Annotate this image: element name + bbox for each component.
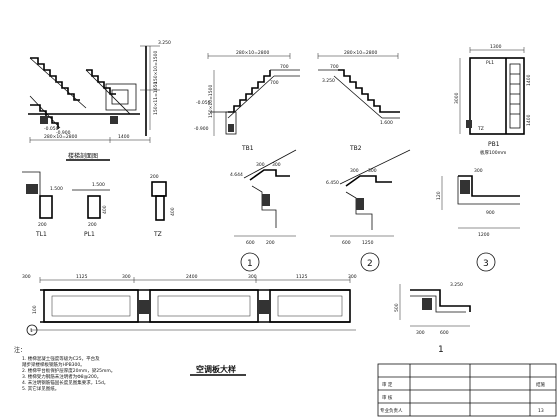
- detail-3-marker: 3: [483, 259, 489, 269]
- pl1-elev: 1.500: [92, 182, 105, 188]
- tb1-dim-b: 700: [270, 80, 279, 86]
- ac-dim-height: 100: [32, 305, 38, 314]
- ac-slab-title: 空调板大样: [196, 364, 236, 374]
- ac-slab-elevation: 1125 2400 1125 300 300 300 300 100 1 空调板…: [22, 274, 357, 376]
- note-line-6: 5. 其它详见图纸。: [22, 385, 59, 392]
- tb1-dim-run: 280×10=2800: [236, 50, 269, 56]
- pb1-subtitle: 板厚100mm: [480, 149, 506, 156]
- ac-dim-5: 300: [122, 274, 131, 280]
- pl1-view: 1.500 200 400 PL1: [72, 182, 110, 238]
- detail-3-dim-b: 120: [436, 191, 442, 200]
- small-detail-view: 3.250 500 300 600 1: [394, 282, 471, 355]
- pb1-dim-width: 1300: [490, 44, 502, 50]
- detail-2-dim-a: 300: [350, 168, 359, 174]
- title-block: 审 定 审 核 专业负责人 结施 13: [377, 363, 557, 417]
- tb2-elev-b: 1.600: [380, 120, 393, 126]
- pb1-pl1: PL1: [486, 60, 494, 66]
- ac-axis-marker: 1: [30, 328, 33, 334]
- pl1-dim-h: 400: [102, 205, 108, 214]
- ac-dim-7: 300: [348, 274, 357, 280]
- stair-dim-rise1: 150×11=1650: [153, 82, 159, 115]
- stair-section-title: 楼梯剖面图: [68, 152, 98, 160]
- detail-3-dim-a: 1200: [478, 232, 490, 238]
- detail-1-marker: 1: [247, 259, 253, 269]
- tl1-title: TL1: [35, 231, 47, 238]
- detail-3-view: 1200 120 300 900 3: [436, 168, 520, 272]
- note-line-5: 4. 未注明钢筋锚固长度见图集要求，15d。: [22, 379, 108, 386]
- tb1-dim-a: 700: [280, 64, 289, 70]
- title-row-1: 审 定: [382, 381, 393, 388]
- tb2-dim-run: 280×10=2800: [344, 50, 377, 56]
- tb1-dim-rise: 150×10=1500: [208, 85, 214, 118]
- pb1-dim-b: 1400: [526, 114, 532, 126]
- detail-2-dim-d: 1250: [362, 240, 374, 246]
- small-detail-dim-h: 500: [394, 303, 400, 312]
- pb1-view: 1300 3000 PL1 TZ 1400 1400 PB1 板厚100mm: [454, 44, 532, 156]
- stair-section-view: 3.250 -0.050 -0.900 280×10=2800 1400 150…: [28, 40, 171, 161]
- small-detail-dim-b: 600: [440, 330, 449, 336]
- stair-elev-low: -0.050: [44, 126, 59, 132]
- ac-dim-2: 2400: [186, 274, 198, 280]
- stair-elev-ground: -0.900: [56, 130, 71, 136]
- ac-dim-6: 300: [248, 274, 257, 280]
- detail-2-marker: 2: [367, 259, 373, 269]
- note-line-4: 3. 楼梯受力钢筋未注明者为Φ8@200。: [22, 373, 101, 380]
- note-line-2: 踏步梁楼梯板钢筋为HPB300。: [22, 361, 85, 368]
- tz-dim-w: 200: [150, 174, 159, 180]
- notes-heading: 注：: [14, 346, 26, 354]
- tb2-dim-a: 700: [330, 64, 339, 70]
- tl1-view: 1.500 200 TL1: [22, 171, 63, 238]
- detail-1-dim-b: 300: [272, 162, 281, 168]
- tz-view: 200 400 TZ: [150, 174, 176, 238]
- small-detail-elev: 3.250: [450, 282, 463, 288]
- pl1-dim-w: 200: [88, 222, 97, 228]
- detail-2-view: 6.450 300 300 600 1250 2: [326, 149, 411, 272]
- pb1-dim-a: 1400: [526, 74, 532, 86]
- detail-1-dim-d: 200: [266, 240, 275, 246]
- tb2-view: 280×10=2800 700 3.250 1.600 TB2: [317, 50, 400, 152]
- tb2-elev-a: 3.250: [322, 78, 335, 84]
- detail-1-view: 4.644 300 300 600 200 1: [230, 149, 297, 272]
- tz-title: TZ: [153, 231, 162, 238]
- ac-dim-4: 300: [22, 274, 31, 280]
- detail-3-dim-d: 900: [486, 210, 495, 216]
- detail-2-dim-c: 600: [342, 240, 351, 246]
- tl1-elev: 1.500: [50, 186, 63, 192]
- detail-1-dim-c: 600: [246, 240, 255, 246]
- tb2-title: TB2: [349, 145, 362, 152]
- small-detail-dim-a: 300: [416, 330, 425, 336]
- tl1-dim-w: 200: [38, 222, 47, 228]
- stair-dim-run: 280×10=2800: [44, 134, 77, 140]
- detail-1-dim-a: 300: [256, 162, 265, 168]
- detail-1-elev: 4.644: [230, 172, 243, 178]
- notes-block: 注： 1. 楼梯混凝土强度等级为C25，平台及 踏步梁楼梯板钢筋为HPB300。…: [14, 346, 115, 392]
- tb1-elev-b: -0.900: [194, 126, 209, 132]
- detail-3-dim-c: 300: [474, 168, 483, 174]
- title-sheet-type: 结施: [536, 381, 545, 388]
- tb1-view: 280×10=2800 700 700 -0.050 -0.900 150×10…: [194, 50, 300, 152]
- title-row-2: 审 核: [382, 394, 393, 401]
- pb1-title: PB1: [488, 141, 500, 148]
- ac-dim-3: 1125: [296, 274, 308, 280]
- pb1-tz: TZ: [477, 126, 484, 132]
- pl1-title: PL1: [84, 231, 95, 238]
- pb1-dim-height: 3000: [454, 92, 460, 104]
- title-sheet-number: 13: [538, 408, 544, 414]
- tz-dim-h: 400: [170, 207, 176, 216]
- detail-2-dim-b: 300: [368, 168, 377, 174]
- detail-2-elev: 6.450: [326, 180, 339, 186]
- title-row-3: 专业负责人: [380, 407, 403, 414]
- stair-dim-landing: 1400: [118, 134, 130, 140]
- small-detail-marker: 1: [438, 345, 444, 355]
- stair-dim-rise2: 150×10=1500: [153, 51, 159, 84]
- ac-dim-1: 1125: [76, 274, 88, 280]
- stair-elev-top: 3.250: [158, 40, 171, 46]
- tb1-title: TB1: [241, 145, 254, 152]
- note-line-3: 2. 楼梯平台板保护层厚度20mm，梁25mm。: [22, 367, 115, 374]
- tb1-elev-a: -0.050: [196, 100, 211, 106]
- note-line-1: 1. 楼梯混凝土强度等级为C25，平台及: [22, 355, 100, 362]
